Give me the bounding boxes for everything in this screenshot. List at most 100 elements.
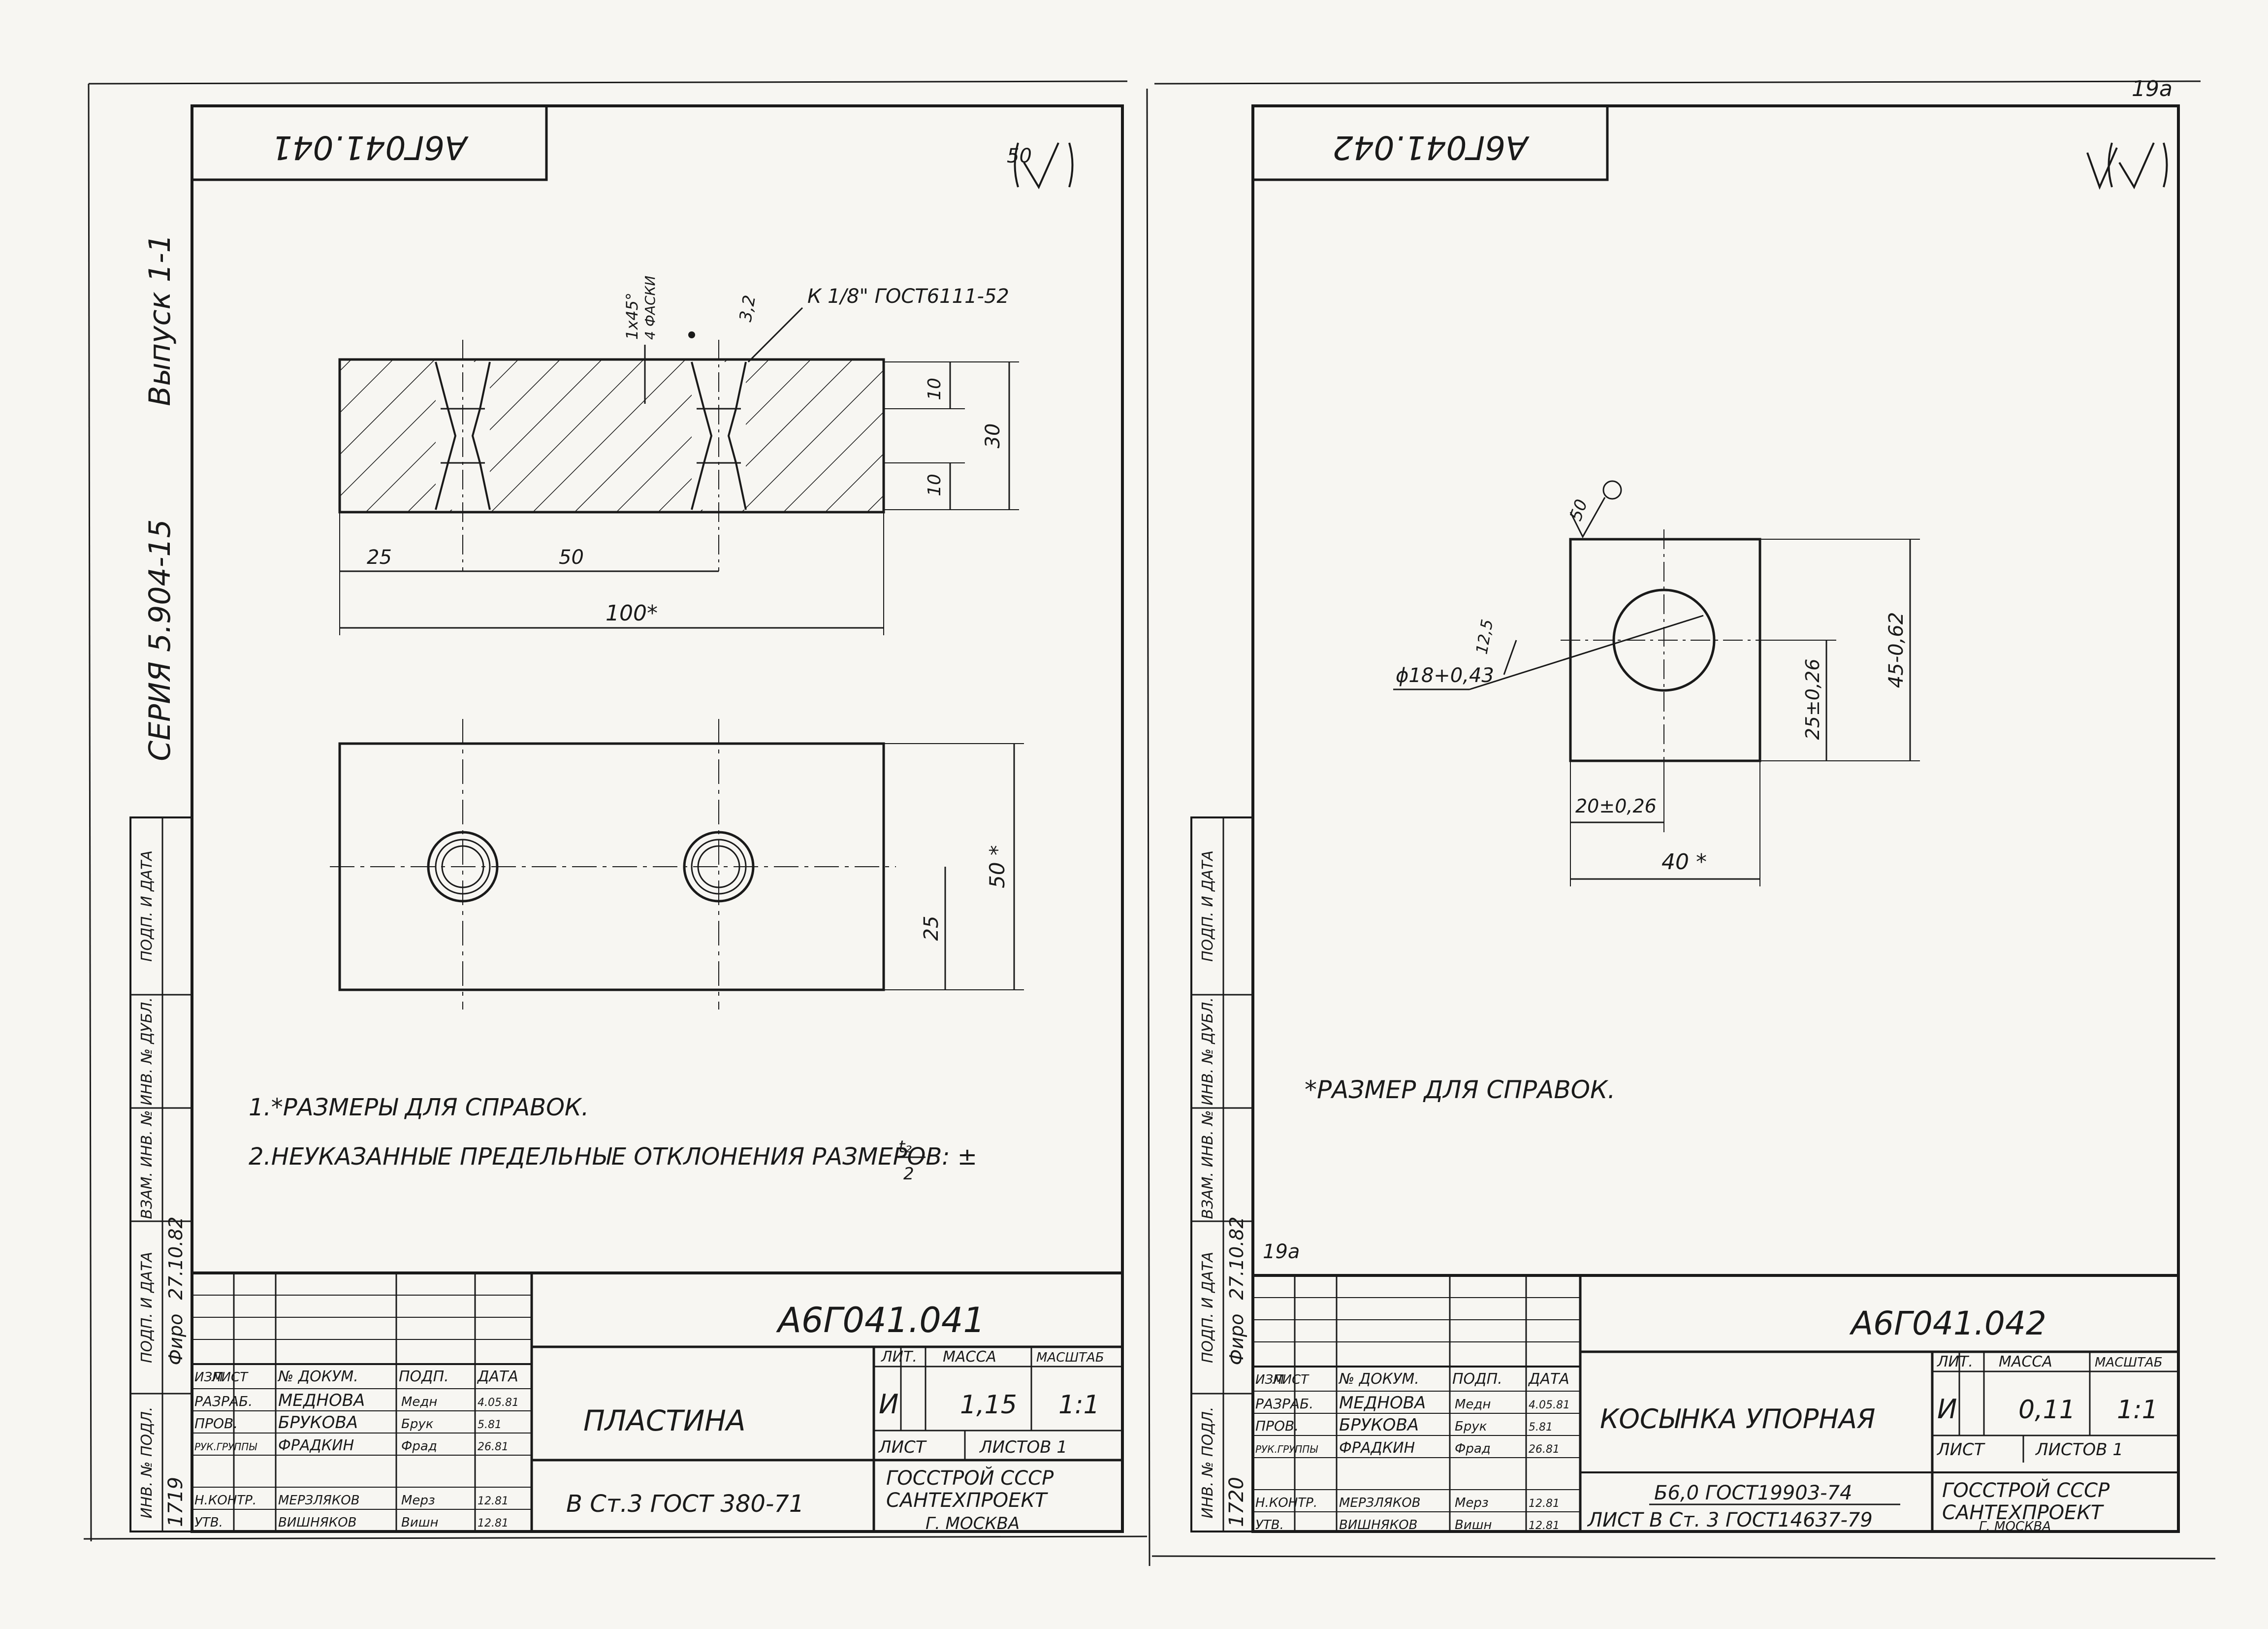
svg-text:12.81: 12.81 [1529,1498,1560,1510]
sheet1-note-2-fraction-bottom: 2 [903,1164,914,1184]
svg-text:12.81: 12.81 [1529,1520,1560,1532]
svg-text:Медн: Медн [1455,1397,1491,1412]
svg-text:УТВ.: УТВ. [1255,1518,1284,1532]
stamp2-row-nkontr: Н.КОНТР. МЕРЗЛЯКОВ Мерз 12.81 [1255,1496,1560,1510]
stamp2-head-sign: ПОДП. [1452,1370,1502,1388]
svg-text:4.05.81: 4.05.81 [1529,1399,1570,1411]
sheet2-dim-20: 20±0,26 [1575,795,1657,817]
svg-text:МЕРЗЛЯКОВ: МЕРЗЛЯКОВ [1339,1496,1421,1510]
side-label-vzam-inv: ВЗАМ. ИНВ. № [138,1110,156,1219]
stamp1-org1: ГОССТРОЙ СССР [886,1466,1054,1490]
stamp1-material: В Ст.3 ГОСТ 380-71 [566,1490,804,1518]
stamp2-row-utv: УТВ. ВИШНЯКОВ Вишн 12.81 [1255,1518,1560,1532]
stamp2-mass: 0,11 [2018,1395,2076,1425]
sheet1-chamfer-label-2: 4 ФАСКИ [642,276,658,340]
stamp2-org1: ГОССТРОЙ СССР [1942,1478,2110,1502]
sheet2-roughness-top: 50 [1566,497,1592,523]
sheet1-top-hole-right [683,831,755,903]
svg-text:УТВ.: УТВ. [194,1515,223,1530]
svg-text:Вишн: Вишн [401,1515,439,1530]
sheet1-rotated-code: А6Г041.041 [272,129,469,166]
stamp1-scale: 1:1 [1058,1390,1100,1420]
trim-line-bottom-right [1151,1555,2216,1560]
svg-text:5.81: 5.81 [1529,1421,1553,1434]
stamp2-city: Г. МОСКВА [1979,1519,2051,1534]
stamp1-name: ПЛАСТИНА [583,1404,746,1437]
stamp2-sheet-label: ЛИСТ [1936,1440,1985,1460]
sheet2-part-view: ϕ18+0,43 12,5 50 20±0,26 40 * 25±0,26 45… [1393,480,1920,886]
sheet1-series: СЕРИЯ 5.904-15 [143,519,177,761]
sheet1-side-sign: Фиро [165,1314,187,1366]
sheet-divider [1146,88,1150,1566]
stamp2-head-date: ДАТА [1528,1370,1569,1388]
svg-text:БРУКОВА: БРУКОВА [1339,1415,1419,1435]
sheet2-dia-label: ϕ18+0,43 [1396,664,1494,687]
svg-text:Брук: Брук [1455,1419,1487,1434]
sheet1-side-date: 27.10.82 [165,1216,187,1300]
sheet2-side-inv: 1720 [1225,1477,1248,1527]
sheet2-dim-25: 25±0,26 [1802,659,1823,740]
stamp1-city: Г. МОСКВА [926,1514,1020,1533]
sheet1-dim-50: 50 [559,546,584,569]
side2-label-podp-data-1: ПОДП. И ДАТА [1199,850,1216,962]
svg-text:Мерз: Мерз [401,1493,435,1508]
side-label-inv-dubl: ИНВ. № ДУБЛ. [138,997,156,1106]
stamp1-org2: САНТЕХПРОЕКТ [886,1489,1049,1512]
stamp2-scale-label: МАСШТАБ [2095,1355,2163,1370]
svg-text:12.81: 12.81 [478,1495,509,1507]
sheet2-side-sign: Фиро [1226,1314,1247,1366]
stamp1-code: А6Г041.041 [776,1300,985,1340]
side-label-inv-podl: ИНВ. № ПОДЛ. [138,1406,156,1518]
side2-label-inv-podl: ИНВ. № ПОДЛ. [1199,1406,1216,1518]
stamp2-head-izm: ИЗМ [1255,1372,1284,1387]
svg-text:ПРОВ.: ПРОВ. [1255,1418,1299,1434]
stamp2-name: КОСЫНКА УПОРНАЯ [1600,1403,1875,1434]
sheet1-section-view [338,340,885,571]
sheet1-thread-label: К 1/8" ГОСТ6111-52 [807,285,1009,308]
sheet-2: А6Г041.042 ПОДП. И ДАТА ИНВ. № ДУБЛ. ВЗА… [1190,104,2180,1534]
stamp2-lit-label: ЛИТ. [1937,1353,1973,1370]
stamp1-sheets-label: ЛИСТОВ 1 [979,1437,1067,1457]
trim-line-top-left [88,80,1128,85]
svg-text:50: 50 [1007,145,1032,167]
stamp1-scale-label: МАСШТАБ [1036,1350,1104,1365]
side2-label-vzam-inv: ВЗАМ. ИНВ. № [1199,1110,1216,1219]
svg-text:РУК.ГРУППЫ: РУК.ГРУППЫ [194,1441,257,1453]
sheet1-roughness-hole: 3,2 [735,293,760,323]
sheet1-note-2: 2.НЕУКАЗАННЫЕ ПРЕДЕЛЬНЫЕ ОТКЛОНЕНИЯ РАЗМ… [249,1143,977,1171]
sheet2-dim-45: 45-0,62 [1885,612,1908,688]
side2-label-inv-dubl: ИНВ. № ДУБЛ. [1199,997,1216,1106]
svg-text:ВИШНЯКОВ: ВИШНЯКОВ [278,1515,356,1530]
svg-text:5.81: 5.81 [478,1419,502,1431]
stamp2-head-doc: № ДОКУМ. [1338,1370,1419,1388]
svg-text:26.81: 26.81 [1529,1443,1560,1456]
stamp2-org2: САНТЕХПРОЕКТ [1942,1501,2105,1524]
sheet2-roughness-general-symbol [2086,142,2168,190]
stamp2-code: А6Г041.042 [1849,1304,2046,1342]
sheet1-dot-mark [688,331,695,338]
svg-text:РУК.ГРУППЫ: РУК.ГРУППЫ [1255,1443,1318,1455]
stamp2-lit: И [1937,1394,1957,1425]
sheet2-code-box [1251,104,1609,181]
sheet1-issue: Выпуск 1-1 [143,234,177,406]
sheet2-roughness-hole: 12,5 [1472,618,1497,656]
sheet2-dim-40: 40 * [1661,849,1707,875]
sheet1-dim-25: 25 [367,546,392,569]
svg-text:ВИШНЯКОВ: ВИШНЯКОВ [1339,1518,1417,1532]
svg-text:4.05.81: 4.05.81 [478,1397,519,1409]
svg-text:МЕРЗЛЯКОВ: МЕРЗЛЯКОВ [278,1493,360,1508]
stamp1-lit: И [879,1389,898,1420]
sheet1-dim-10-bottom: 10 [925,474,945,496]
stamp1-lit-label: ЛИТ. [881,1348,917,1366]
side-label-podp-data-1: ПОДП. И ДАТА [138,850,156,962]
stamp2-row-razrab: РАЗРАБ. МЕДНОВА Медн 4.05.81 [1255,1393,1570,1413]
side2-label-podp-data-2: ПОДП. И ДАТА [1199,1252,1216,1363]
sheet1-dim-25-vertical: 25 [920,916,943,941]
stamp1-row-nkontr: Н.КОНТР. МЕРЗЛЯКОВ Мерз 12.81 [194,1493,509,1508]
sheet1-roughness-general-symbol: 50 [1007,142,1074,190]
svg-text:МЕДНОВА: МЕДНОВА [278,1391,365,1410]
svg-text:Фрад: Фрад [401,1439,437,1454]
svg-text:МЕДНОВА: МЕДНОВА [1339,1393,1426,1413]
sheet2-note: *РАЗМЕР ДЛЯ СПРАВОК. [1305,1075,1615,1104]
